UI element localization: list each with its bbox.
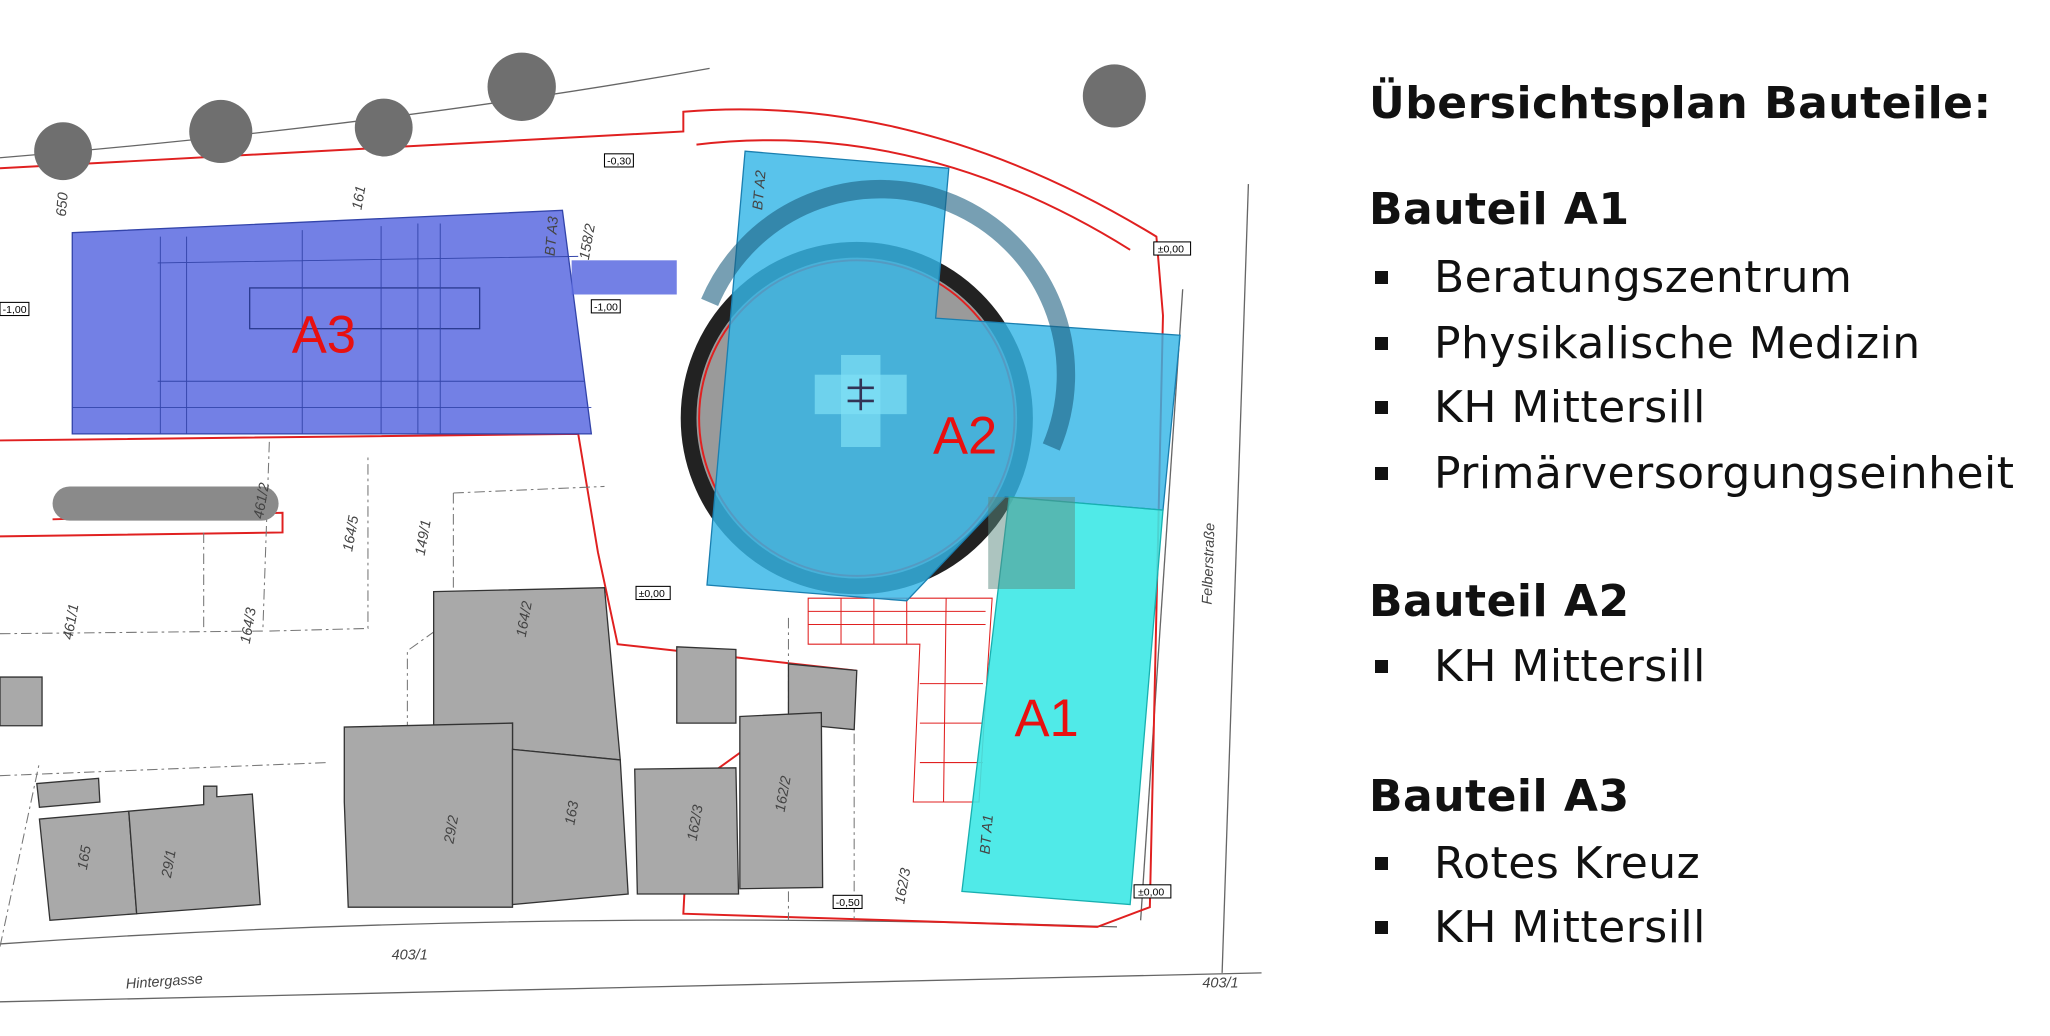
svg-text:±0,00: ±0,00 (639, 588, 665, 600)
parcel-numbers: 161 158/2 461/2 164/5 149/1 461/1 164/3 … (54, 185, 915, 906)
bauteil-a2-heading: Bauteil A2 (1369, 576, 1630, 627)
svg-text:164/2: 164/2 (514, 600, 536, 638)
trees (34, 52, 1146, 181)
svg-text:29/2: 29/2 (441, 814, 462, 845)
svg-text:±0,00: ±0,00 (1158, 243, 1184, 255)
bullet-icon (1375, 659, 1388, 673)
ramp-grid (807, 597, 993, 803)
zone-a3 (71, 209, 593, 435)
svg-text:-1,00: -1,00 (594, 301, 618, 313)
bauteil-a3-item: Rotes Kreuz (1369, 838, 1700, 889)
svg-text:-1,00: -1,00 (3, 304, 27, 316)
svg-text:164/5: 164/5 (340, 514, 362, 553)
svg-text:161: 161 (350, 185, 370, 212)
zone-label-a1: A1 (1014, 689, 1078, 748)
bauteil-a2-item: KH Mittersill (1369, 641, 1706, 692)
svg-text:650: 650 (54, 192, 72, 217)
zone-tag-a3: BT A3 (543, 216, 562, 257)
bullet-icon (1375, 466, 1388, 480)
bauteil-a1-item: Primärversorgungseinheit (1369, 448, 2015, 499)
svg-text:162/3: 162/3 (685, 804, 707, 842)
svg-text:165: 165 (75, 844, 95, 871)
bauteil-a1-item: KH Mittersill (1369, 382, 1706, 433)
svg-text:162/3: 162/3 (892, 867, 914, 905)
bauteil-a3-heading: Bauteil A3 (1369, 771, 1630, 822)
street-hintergasse: Hintergasse (125, 971, 203, 992)
zone-label-a2: A2 (933, 407, 997, 466)
svg-text:164/3: 164/3 (238, 607, 260, 645)
svg-text:29/1: 29/1 (159, 848, 180, 879)
rotunda-ring-overlay (701, 179, 1076, 451)
level-markers: -0,30 ±0,00 -1,00 -1,00 ±0,00 -0,50 ±0,0… (0, 153, 1192, 909)
zone-a3-inner (249, 287, 481, 330)
svg-text:163: 163 (562, 800, 582, 827)
zone-label-a3: A3 (292, 305, 356, 364)
zone-tag-a1: BT A1 (978, 814, 997, 855)
bauteil-a3-item: KH Mittersill (1369, 902, 1706, 953)
a1-stair-core (988, 496, 1075, 589)
bullet-icon (1375, 856, 1388, 870)
zone-a3-grid (72, 223, 592, 434)
bauteil-a1-item: Physikalische Medizin (1369, 318, 1921, 369)
svg-text:±0,00: ±0,00 (1138, 886, 1164, 898)
svg-text:158/2: 158/2 (577, 223, 599, 261)
road-parcel-label: 403/1 (392, 948, 428, 964)
svg-text:-0,50: -0,50 (836, 897, 860, 909)
zone-a3-connector (571, 260, 677, 295)
road-parcel-label: 403/1 (1202, 975, 1238, 991)
svg-text:-0,30: -0,30 (607, 155, 631, 167)
bauteil-a1-item: Beratungszentrum (1369, 252, 1852, 303)
street-felberstrasse: Felberstraße (1200, 523, 1219, 605)
neighbour-buildings (0, 587, 858, 922)
svg-text:461/1: 461/1 (60, 603, 82, 641)
bauteil-a1-heading: Bauteil A1 (1369, 184, 1630, 235)
svg-text:162/2: 162/2 (773, 775, 795, 813)
hatched-strip (52, 486, 279, 521)
bullet-icon (1375, 270, 1388, 284)
svg-text:461/2: 461/2 (251, 482, 273, 520)
legend-title: Übersichtsplan Bauteile: (1369, 78, 1992, 129)
bullet-icon (1375, 336, 1388, 350)
zone-tag-a2: BT A2 (750, 170, 769, 211)
svg-text:149/1: 149/1 (413, 518, 435, 556)
bullet-icon (1375, 400, 1388, 414)
bullet-icon (1375, 920, 1388, 934)
zone-a1 (961, 496, 1164, 906)
helipad-h-icon (847, 378, 874, 411)
